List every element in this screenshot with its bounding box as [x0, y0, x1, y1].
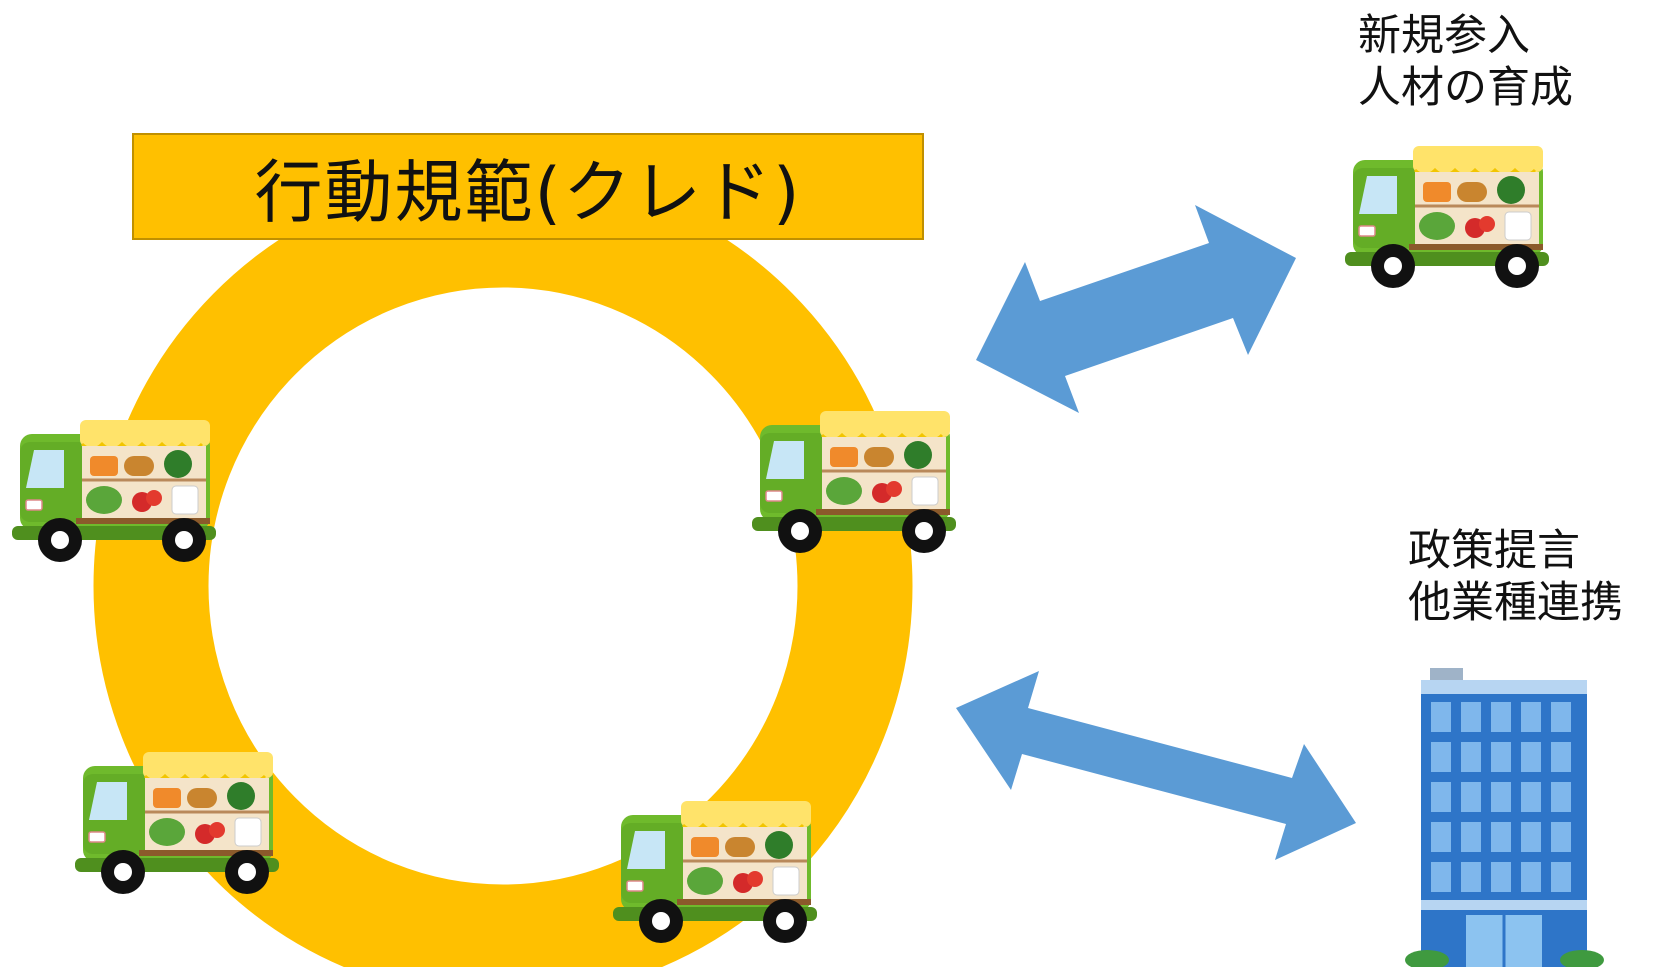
- bottom-right-label-line2: 他業種連携: [1408, 578, 1623, 628]
- double-arrow-icon: [956, 671, 1356, 860]
- top-right-label-line2: 人材の育成: [1358, 63, 1573, 113]
- bottom-right-label-line1: 政策提言: [1408, 526, 1580, 576]
- office-building-icon: [1405, 668, 1604, 967]
- top-right-label: 新規参入 人材の育成: [1358, 10, 1573, 114]
- vegetable-truck-icon: [1343, 144, 1551, 290]
- credo-title: 行動規範(クレド): [132, 133, 924, 240]
- top-right-label-line1: 新規参入: [1358, 11, 1530, 61]
- vegetable-truck-icon: [73, 750, 281, 896]
- bottom-right-label: 政策提言 他業種連携: [1408, 525, 1623, 629]
- double-arrow-icon: [976, 205, 1296, 413]
